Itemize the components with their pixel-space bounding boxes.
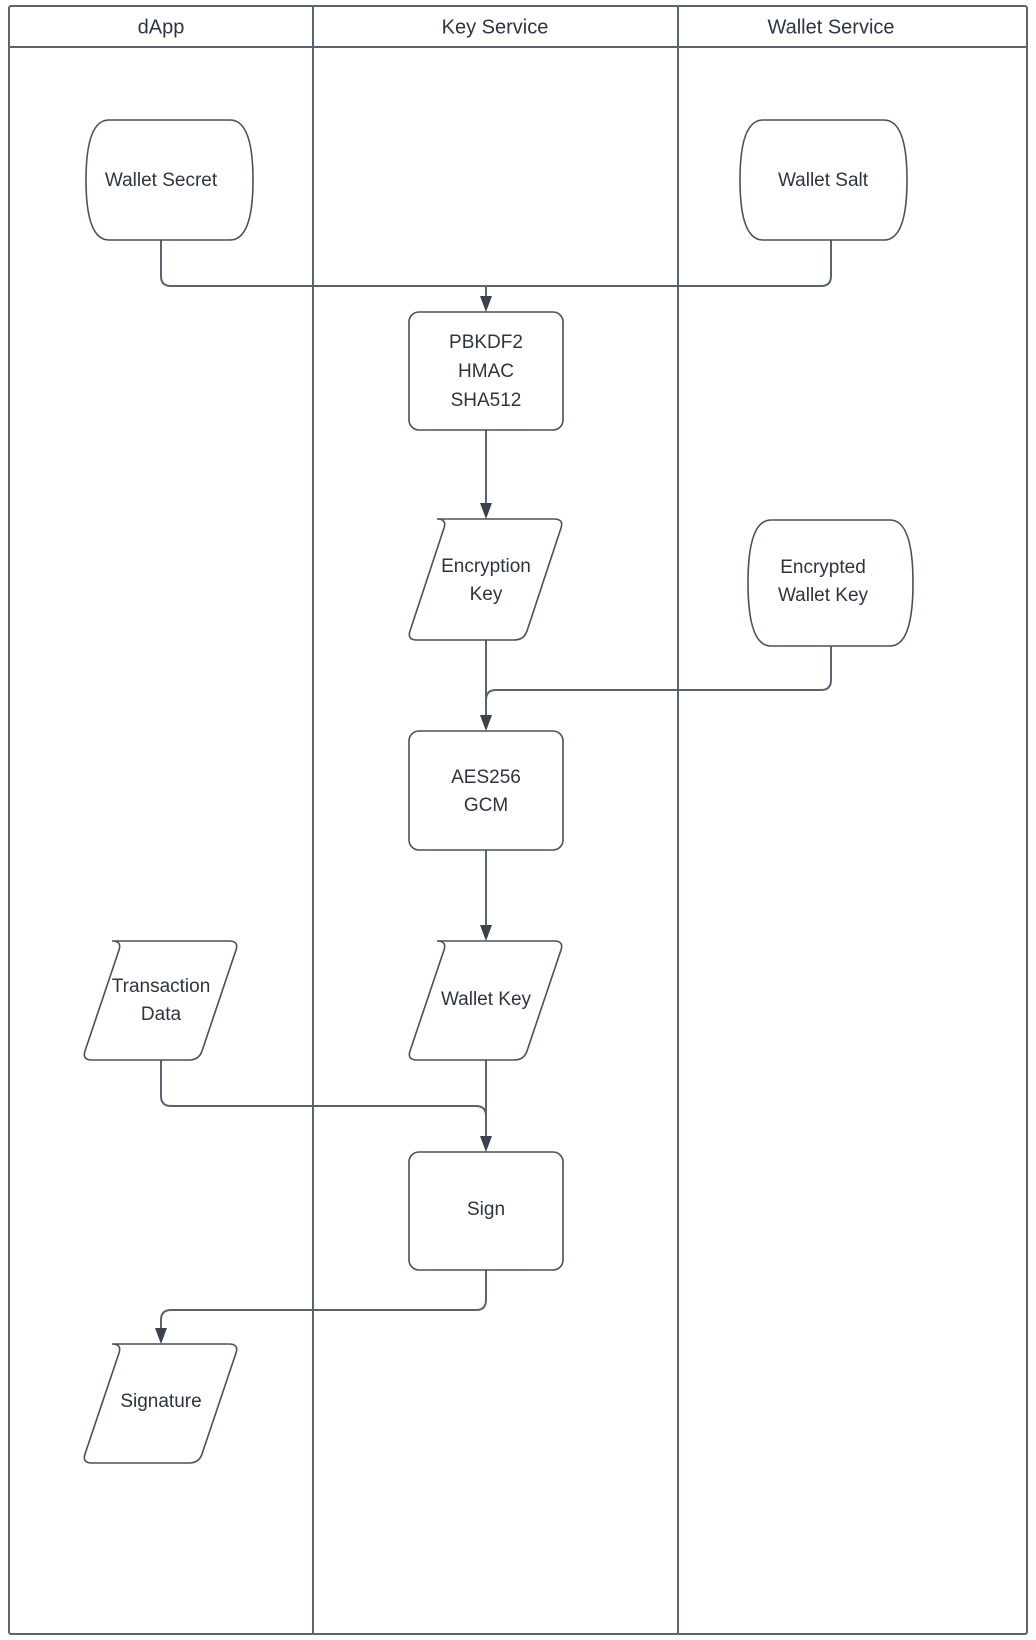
node-wallet-secret[interactable]: Wallet Secret bbox=[85, 119, 254, 241]
encrypted-wallet-key-shape bbox=[747, 519, 914, 647]
sign-shape bbox=[408, 1151, 564, 1271]
edge-encrypted-wallet-key-to-aes bbox=[485, 646, 832, 722]
pbkdf2-label-line1: PBKDF2 bbox=[449, 332, 523, 353]
pbkdf2-label-line2: HMAC bbox=[458, 361, 514, 382]
encryption-key-shape bbox=[408, 518, 563, 641]
wallet-salt-label: Wallet Salt bbox=[778, 170, 869, 191]
arrow-head-into-sign bbox=[480, 1136, 492, 1152]
node-pbkdf2[interactable]: PBKDF2 HMAC SHA512 bbox=[408, 311, 564, 431]
wallet-key-shape bbox=[408, 940, 563, 1061]
wallet-secret-shape bbox=[85, 119, 254, 241]
signature-label: Signature bbox=[120, 1391, 201, 1412]
arrow-head-into-signature bbox=[155, 1328, 167, 1344]
lane-title-wallet-service: Wallet Service bbox=[767, 16, 894, 38]
edge-wallet-salt-to-pbkdf2 bbox=[486, 240, 832, 287]
node-aes256-gcm[interactable]: AES256 GCM bbox=[408, 730, 564, 851]
node-wallet-salt[interactable]: Wallet Salt bbox=[739, 119, 908, 241]
lane-title-dapp: dApp bbox=[138, 16, 185, 38]
edges-layer bbox=[155, 240, 832, 1344]
aes256-gcm-label-line2: GCM bbox=[464, 795, 508, 816]
encryption-key-label-line1: Encryption bbox=[441, 556, 531, 577]
wallet-secret-label: Wallet Secret bbox=[105, 170, 218, 191]
edge-wallet-secret-to-pbkdf2 bbox=[160, 240, 486, 287]
transaction-data-label-line2: Data bbox=[141, 1004, 182, 1025]
node-encrypted-wallet-key[interactable]: Encrypted Wallet Key bbox=[747, 519, 914, 647]
aes256-gcm-shape bbox=[408, 730, 564, 851]
node-encryption-key[interactable]: Encryption Key bbox=[408, 518, 563, 641]
node-transaction-data[interactable]: Transaction Data bbox=[83, 940, 238, 1061]
transaction-data-label-line1: Transaction bbox=[112, 976, 211, 997]
aes256-gcm-label-line1: AES256 bbox=[451, 767, 521, 788]
pbkdf2-shape bbox=[408, 311, 564, 431]
transaction-data-shape bbox=[83, 940, 238, 1061]
arrow-head-into-encryption-key bbox=[480, 503, 492, 519]
wallet-key-label: Wallet Key bbox=[441, 989, 532, 1010]
edge-sign-to-signature bbox=[160, 1270, 487, 1335]
node-signature[interactable]: Signature bbox=[83, 1343, 238, 1464]
arrow-head-into-pbkdf2 bbox=[480, 296, 492, 312]
lane-title-key-service: Key Service bbox=[442, 16, 549, 38]
lane-titles: dApp Key Service Wallet Service bbox=[138, 16, 895, 38]
encryption-key-label-line2: Key bbox=[470, 584, 503, 605]
node-wallet-key[interactable]: Wallet Key bbox=[408, 940, 563, 1061]
arrow-head-into-aes bbox=[480, 715, 492, 731]
encrypted-wallet-key-label-line2: Wallet Key bbox=[778, 585, 869, 606]
node-sign[interactable]: Sign bbox=[408, 1151, 564, 1271]
signature-shape bbox=[83, 1343, 238, 1464]
encrypted-wallet-key-label-line1: Encrypted bbox=[780, 557, 866, 578]
edge-transaction-data-to-sign bbox=[160, 1060, 487, 1143]
arrow-head-into-wallet-key bbox=[480, 925, 492, 941]
wallet-salt-shape bbox=[739, 119, 908, 241]
sign-label: Sign bbox=[467, 1199, 505, 1220]
pbkdf2-label-line3: SHA512 bbox=[451, 390, 522, 411]
